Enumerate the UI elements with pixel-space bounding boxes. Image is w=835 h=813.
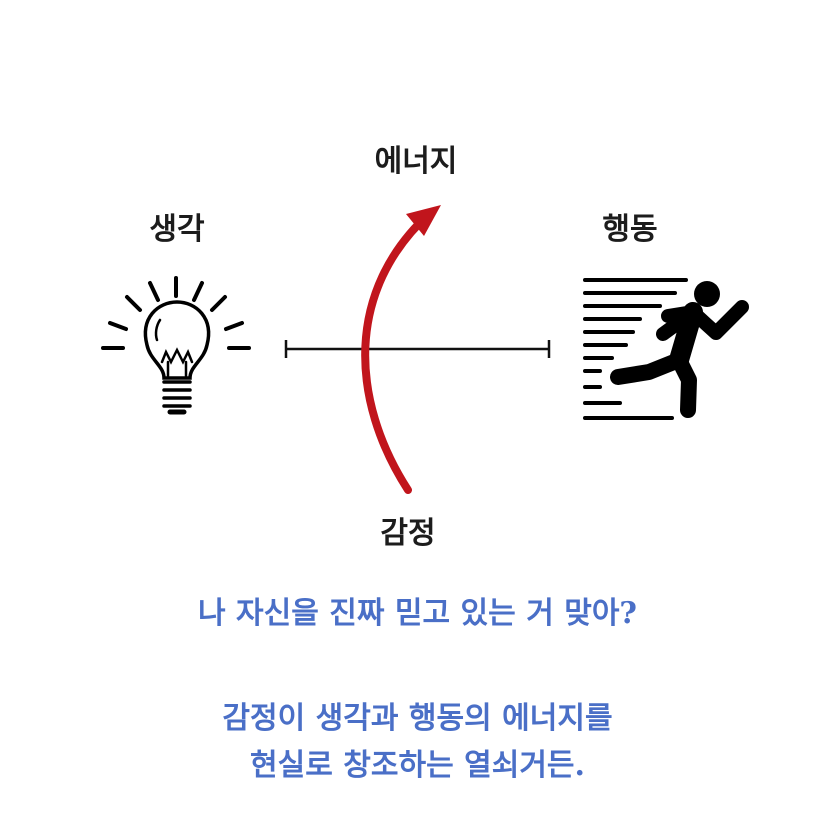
running-person-icon [583,278,749,420]
energy-arrow [361,205,441,494]
statement-line-1: 감정이 생각과 행동의 에너지를 [222,701,613,736]
emotion-label: 감정 [380,516,436,551]
lightbulb-icon [101,276,251,415]
energy-label: 에너지 [374,144,458,179]
connector-line [284,340,551,358]
statement-line-2: 현실로 창조하는 열쇠거든. [250,748,585,783]
action-label: 행동 [602,212,658,247]
thought-label: 생각 [149,212,205,247]
question-caption: 나 자신을 진짜 믿고 있는 거 맞아? [197,596,638,631]
